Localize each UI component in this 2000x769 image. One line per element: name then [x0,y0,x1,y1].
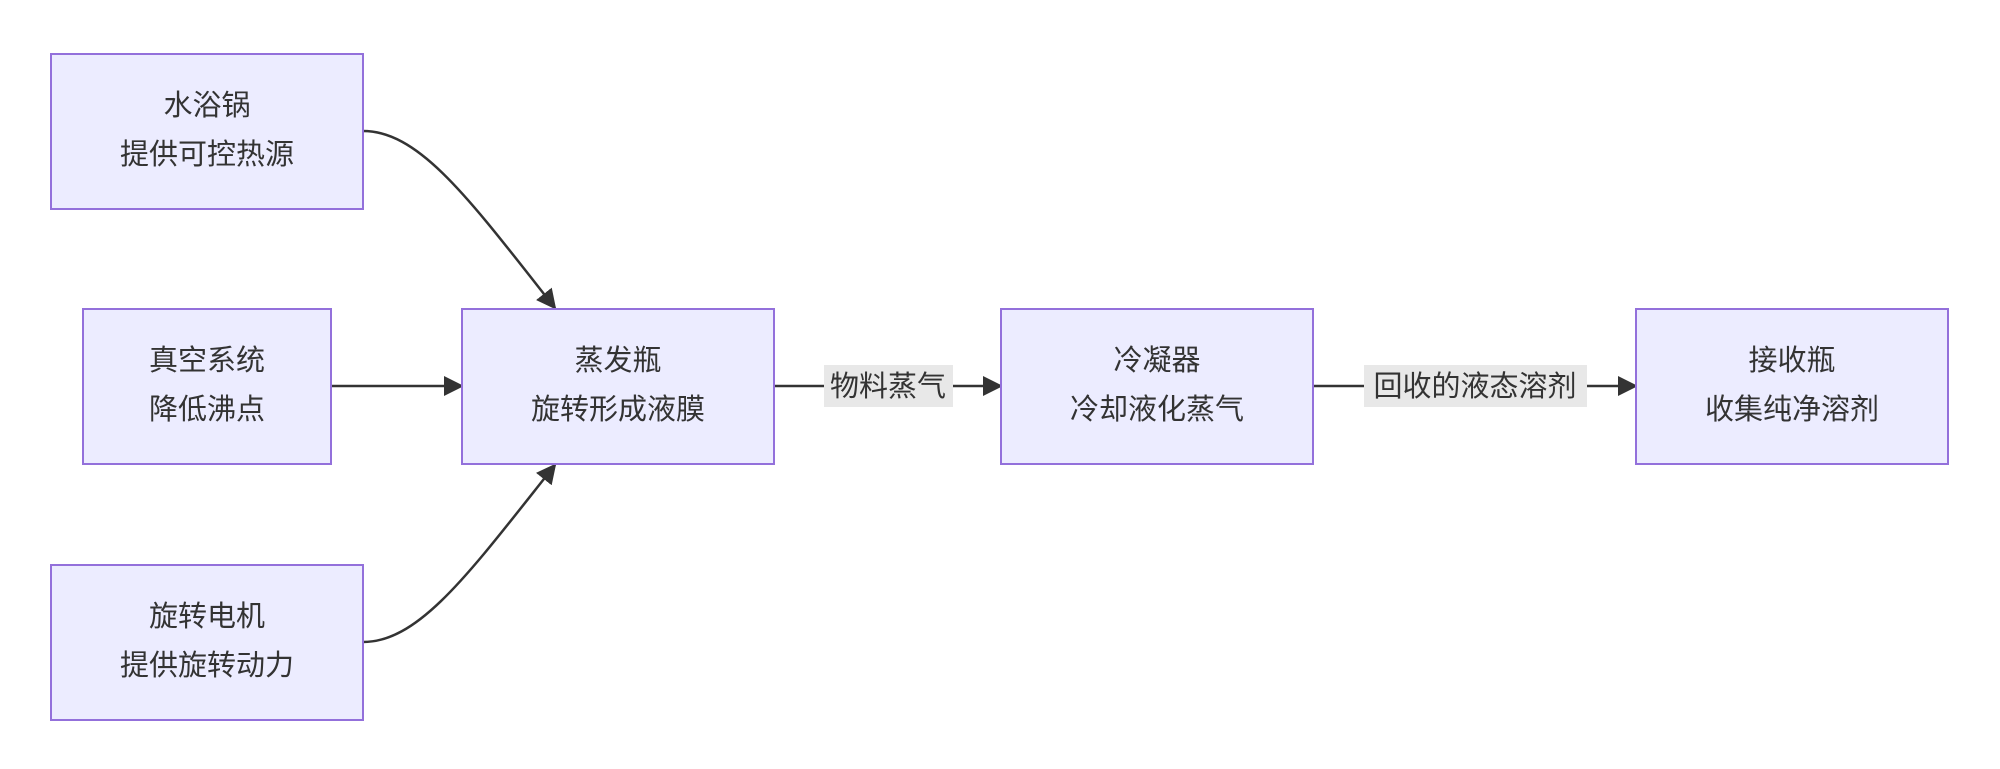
node-title: 真空系统 [149,343,265,377]
edge-label-material-vapor: 物料蒸气 [824,365,953,407]
node-title: 冷凝器 [1113,343,1200,377]
node-title: 旋转电机 [149,599,265,633]
node-title: 水浴锅 [163,88,250,122]
node-subtitle: 提供旋转动力 [120,648,294,682]
edge-label-text: 物料蒸气 [830,369,946,403]
edge-label-recovered-solvent: 回收的液态溶剂 [1364,365,1587,407]
node-title: 蒸发瓶 [574,343,661,377]
node-evaporating-flask[interactable]: 蒸发瓶 旋转形成液膜 [461,308,775,465]
node-water-bath[interactable]: 水浴锅 提供可控热源 [50,53,364,210]
node-condenser[interactable]: 冷凝器 冷却液化蒸气 [1000,308,1314,465]
node-subtitle: 收集纯净溶剂 [1705,392,1879,426]
node-rotary-motor[interactable]: 旋转电机 提供旋转动力 [50,564,364,721]
node-subtitle: 冷却液化蒸气 [1070,392,1244,426]
node-subtitle: 提供可控热源 [120,137,294,171]
edge-label-text: 回收的液态溶剂 [1373,369,1576,403]
node-subtitle: 降低沸点 [149,392,265,426]
node-vacuum-system[interactable]: 真空系统 降低沸点 [82,308,332,465]
edge-motor-to-flask [362,463,557,644]
node-receiving-flask[interactable]: 接收瓶 收集纯净溶剂 [1635,308,1949,465]
node-title: 接收瓶 [1748,343,1835,377]
edge-water-bath-to-flask [362,129,557,310]
node-subtitle: 旋转形成液膜 [531,392,705,426]
